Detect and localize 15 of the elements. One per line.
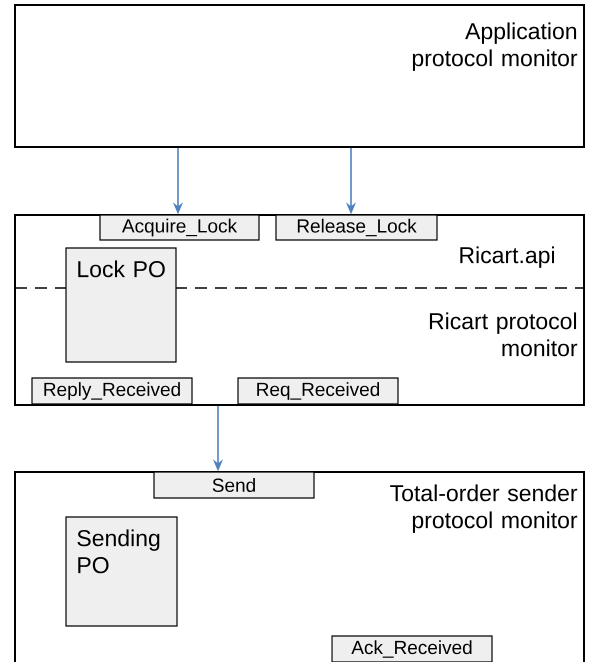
port-box: Reply_Received [31,377,193,405]
monitor-title: Ricart.api [460,246,554,268]
process-object-box: Sending PO [65,516,178,627]
monitor-box [14,4,585,148]
monitor-title: Total-order sender protocol monitor [390,484,578,533]
monitor-box [14,214,585,406]
monitor-box [14,471,585,662]
port-box: Req_Received [237,377,399,405]
port-box: Ack_Received [331,635,493,662]
port-box: Send [153,471,315,499]
monitor-title: Application protocol monitor [412,22,578,71]
process-object-box: Lock PO [65,247,177,363]
monitor-title: Ricart protocol monitor [430,312,578,356]
port-box: Acquire_Lock [99,214,260,241]
port-box: Release_Lock [275,214,438,241]
